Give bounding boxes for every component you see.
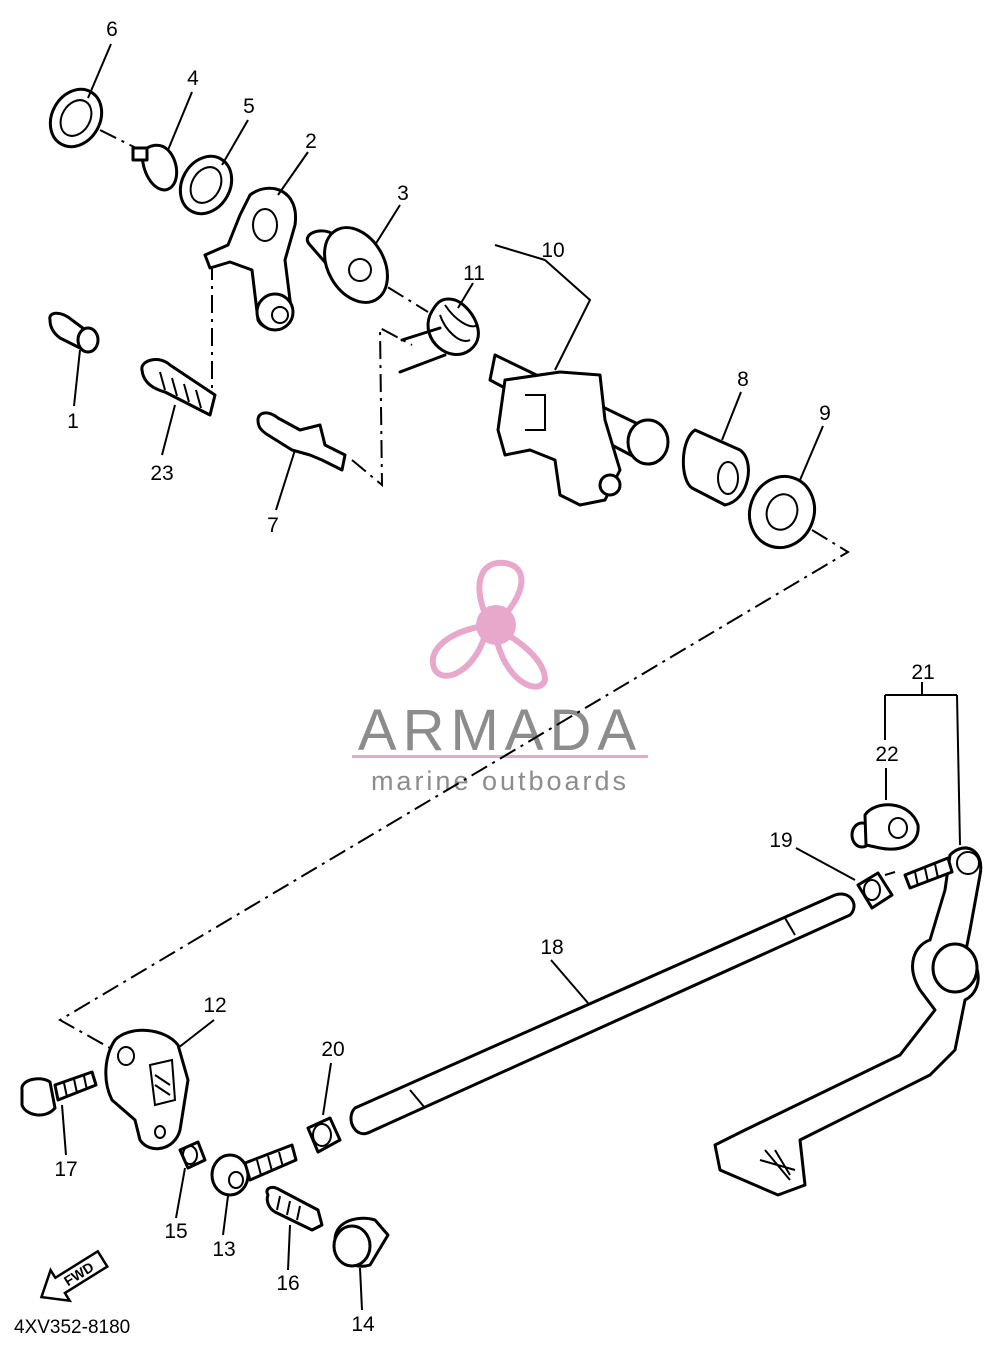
part-11-spring <box>398 297 480 374</box>
callout-20: 20 <box>321 1038 344 1061</box>
part-10-shift-shaft <box>488 353 670 507</box>
part-6-washer <box>48 87 104 149</box>
callout-4: 4 <box>187 67 199 90</box>
part-7-pin <box>256 411 347 472</box>
part-1-pin <box>48 311 100 354</box>
part-5-washer <box>178 154 234 216</box>
fwd-arrow-icon: FWD <box>39 1249 110 1303</box>
callout-3: 3 <box>397 182 409 205</box>
part-19-nut <box>856 871 894 910</box>
leader-lines <box>61 43 961 1311</box>
part-15-nut <box>178 1140 207 1170</box>
part-18-shift-rod <box>349 892 856 1136</box>
callout-18: 18 <box>540 936 563 959</box>
callout-21: 21 <box>911 661 934 684</box>
callout-12: 12 <box>203 994 226 1017</box>
part-14-cap <box>332 1216 390 1268</box>
callout-2: 2 <box>305 130 317 153</box>
callout-5: 5 <box>243 95 255 118</box>
callout-1: 1 <box>67 410 79 433</box>
callout-11: 11 <box>463 262 485 285</box>
part-16-bolt <box>265 1186 324 1232</box>
part-17-bolt <box>20 1070 98 1117</box>
callout-13: 13 <box>212 1238 235 1261</box>
part-8-collar <box>681 428 750 507</box>
part-21-pedal <box>713 846 983 1197</box>
part-20-nut <box>306 1116 342 1154</box>
callout-17: 17 <box>54 1158 77 1181</box>
guide-line-19-21 <box>884 871 896 876</box>
callout-22: 22 <box>875 743 898 766</box>
callout-7: 7 <box>267 514 279 537</box>
part-22-collar <box>850 803 920 851</box>
part-23-spring <box>140 358 217 417</box>
part-2-shift-arm <box>203 186 297 332</box>
callout-6: 6 <box>106 18 118 41</box>
part-3-collar <box>306 226 389 304</box>
callout-14: 14 <box>351 1313 375 1336</box>
callout-15: 15 <box>164 1220 187 1243</box>
watermark-brand: ARMADA <box>358 698 642 763</box>
part-4-circlip <box>131 143 179 192</box>
part-12-shift-lever <box>104 1028 190 1151</box>
callout-23: 23 <box>150 462 173 485</box>
callout-10: 10 <box>541 239 564 262</box>
watermark-tagline: marine outboards <box>371 766 629 796</box>
watermark-divider <box>352 755 648 758</box>
guide-line-7-11 <box>351 326 413 488</box>
callout-9: 9 <box>819 402 831 425</box>
callout-19: 19 <box>769 829 792 852</box>
callout-8: 8 <box>737 368 749 391</box>
part-13-rod-end <box>210 1143 298 1197</box>
guide-line-9-12 <box>57 529 850 1049</box>
callout-16: 16 <box>276 1272 299 1295</box>
part-9-seal <box>748 474 816 550</box>
propeller-icon <box>430 559 549 690</box>
diagram-code: 4XV352-8180 <box>14 1317 130 1338</box>
